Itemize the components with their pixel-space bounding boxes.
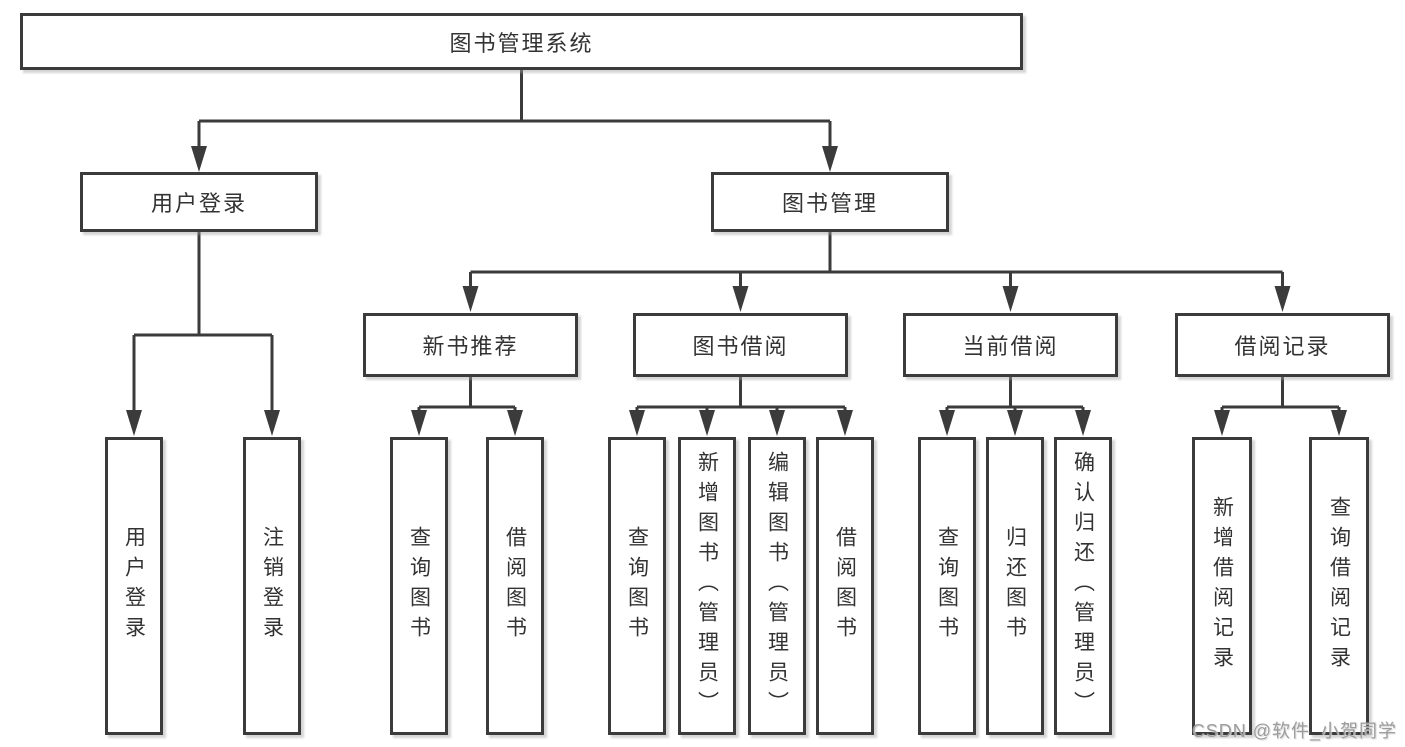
leaf-add-borrow-record: 新增借阅记录 <box>1192 437 1252 735</box>
leaf-logout-label: 注销登录 <box>260 526 284 646</box>
node-current-borrow: 当前借阅 <box>903 313 1118 377</box>
leaf-query-book-current: 查询图书 <box>918 437 976 735</box>
leaf-confirm-return-admin-label: 确认归还（管理员） <box>1071 451 1095 721</box>
leaf-query-book-borrow: 查询图书 <box>608 437 666 735</box>
node-book-management-label: 图书管理 <box>781 191 878 216</box>
node-root-label: 图书管理系统 <box>449 30 594 56</box>
leaf-confirm-return-admin: 确认归还（管理员） <box>1054 437 1112 735</box>
leaf-borrow-book-label: 借阅图书 <box>833 526 857 646</box>
leaf-add-book-admin-label: 新增图书（管理员） <box>695 451 719 721</box>
watermark: CSDN @软件_小贺同学 <box>1191 721 1397 741</box>
leaf-add-book-admin: 新增图书（管理员） <box>678 437 736 735</box>
node-borrow-record-label: 借阅记录 <box>1234 334 1331 359</box>
leaf-query-book-recommend-label: 查询图书 <box>407 526 431 646</box>
leaf-query-book-current-label: 查询图书 <box>935 526 959 646</box>
node-current-borrow-label: 当前借阅 <box>962 334 1059 359</box>
leaf-user-login: 用户登录 <box>105 437 163 735</box>
leaf-edit-book-admin-label: 编辑图书（管理员） <box>765 451 789 721</box>
node-new-book-recommend-label: 新书推荐 <box>422 334 519 359</box>
leaf-query-book-recommend: 查询图书 <box>390 437 448 735</box>
node-new-book-recommend: 新书推荐 <box>363 313 578 377</box>
node-user-login: 用户登录 <box>80 172 318 232</box>
node-book-borrow: 图书借阅 <box>633 313 848 377</box>
node-book-borrow-label: 图书借阅 <box>692 334 789 359</box>
leaf-add-borrow-record-label: 新增借阅记录 <box>1210 496 1234 676</box>
leaf-return-book-label: 归还图书 <box>1003 526 1027 646</box>
leaf-query-borrow-record: 查询借阅记录 <box>1309 437 1369 735</box>
node-root: 图书管理系统 <box>20 13 1023 70</box>
leaf-return-book: 归还图书 <box>986 437 1044 735</box>
leaf-query-borrow-record-label: 查询借阅记录 <box>1327 496 1351 676</box>
leaf-query-book-borrow-label: 查询图书 <box>625 526 649 646</box>
leaf-user-login-label: 用户登录 <box>122 526 146 646</box>
leaf-borrow-book-recommend: 借阅图书 <box>486 437 544 735</box>
node-user-login-label: 用户登录 <box>150 191 247 216</box>
leaf-logout: 注销登录 <box>243 437 301 735</box>
leaf-edit-book-admin: 编辑图书（管理员） <box>748 437 806 735</box>
leaf-borrow-book: 借阅图书 <box>816 437 874 735</box>
leaf-borrow-book-recommend-label: 借阅图书 <box>503 526 527 646</box>
node-book-management: 图书管理 <box>711 172 949 232</box>
node-borrow-record: 借阅记录 <box>1175 313 1390 377</box>
